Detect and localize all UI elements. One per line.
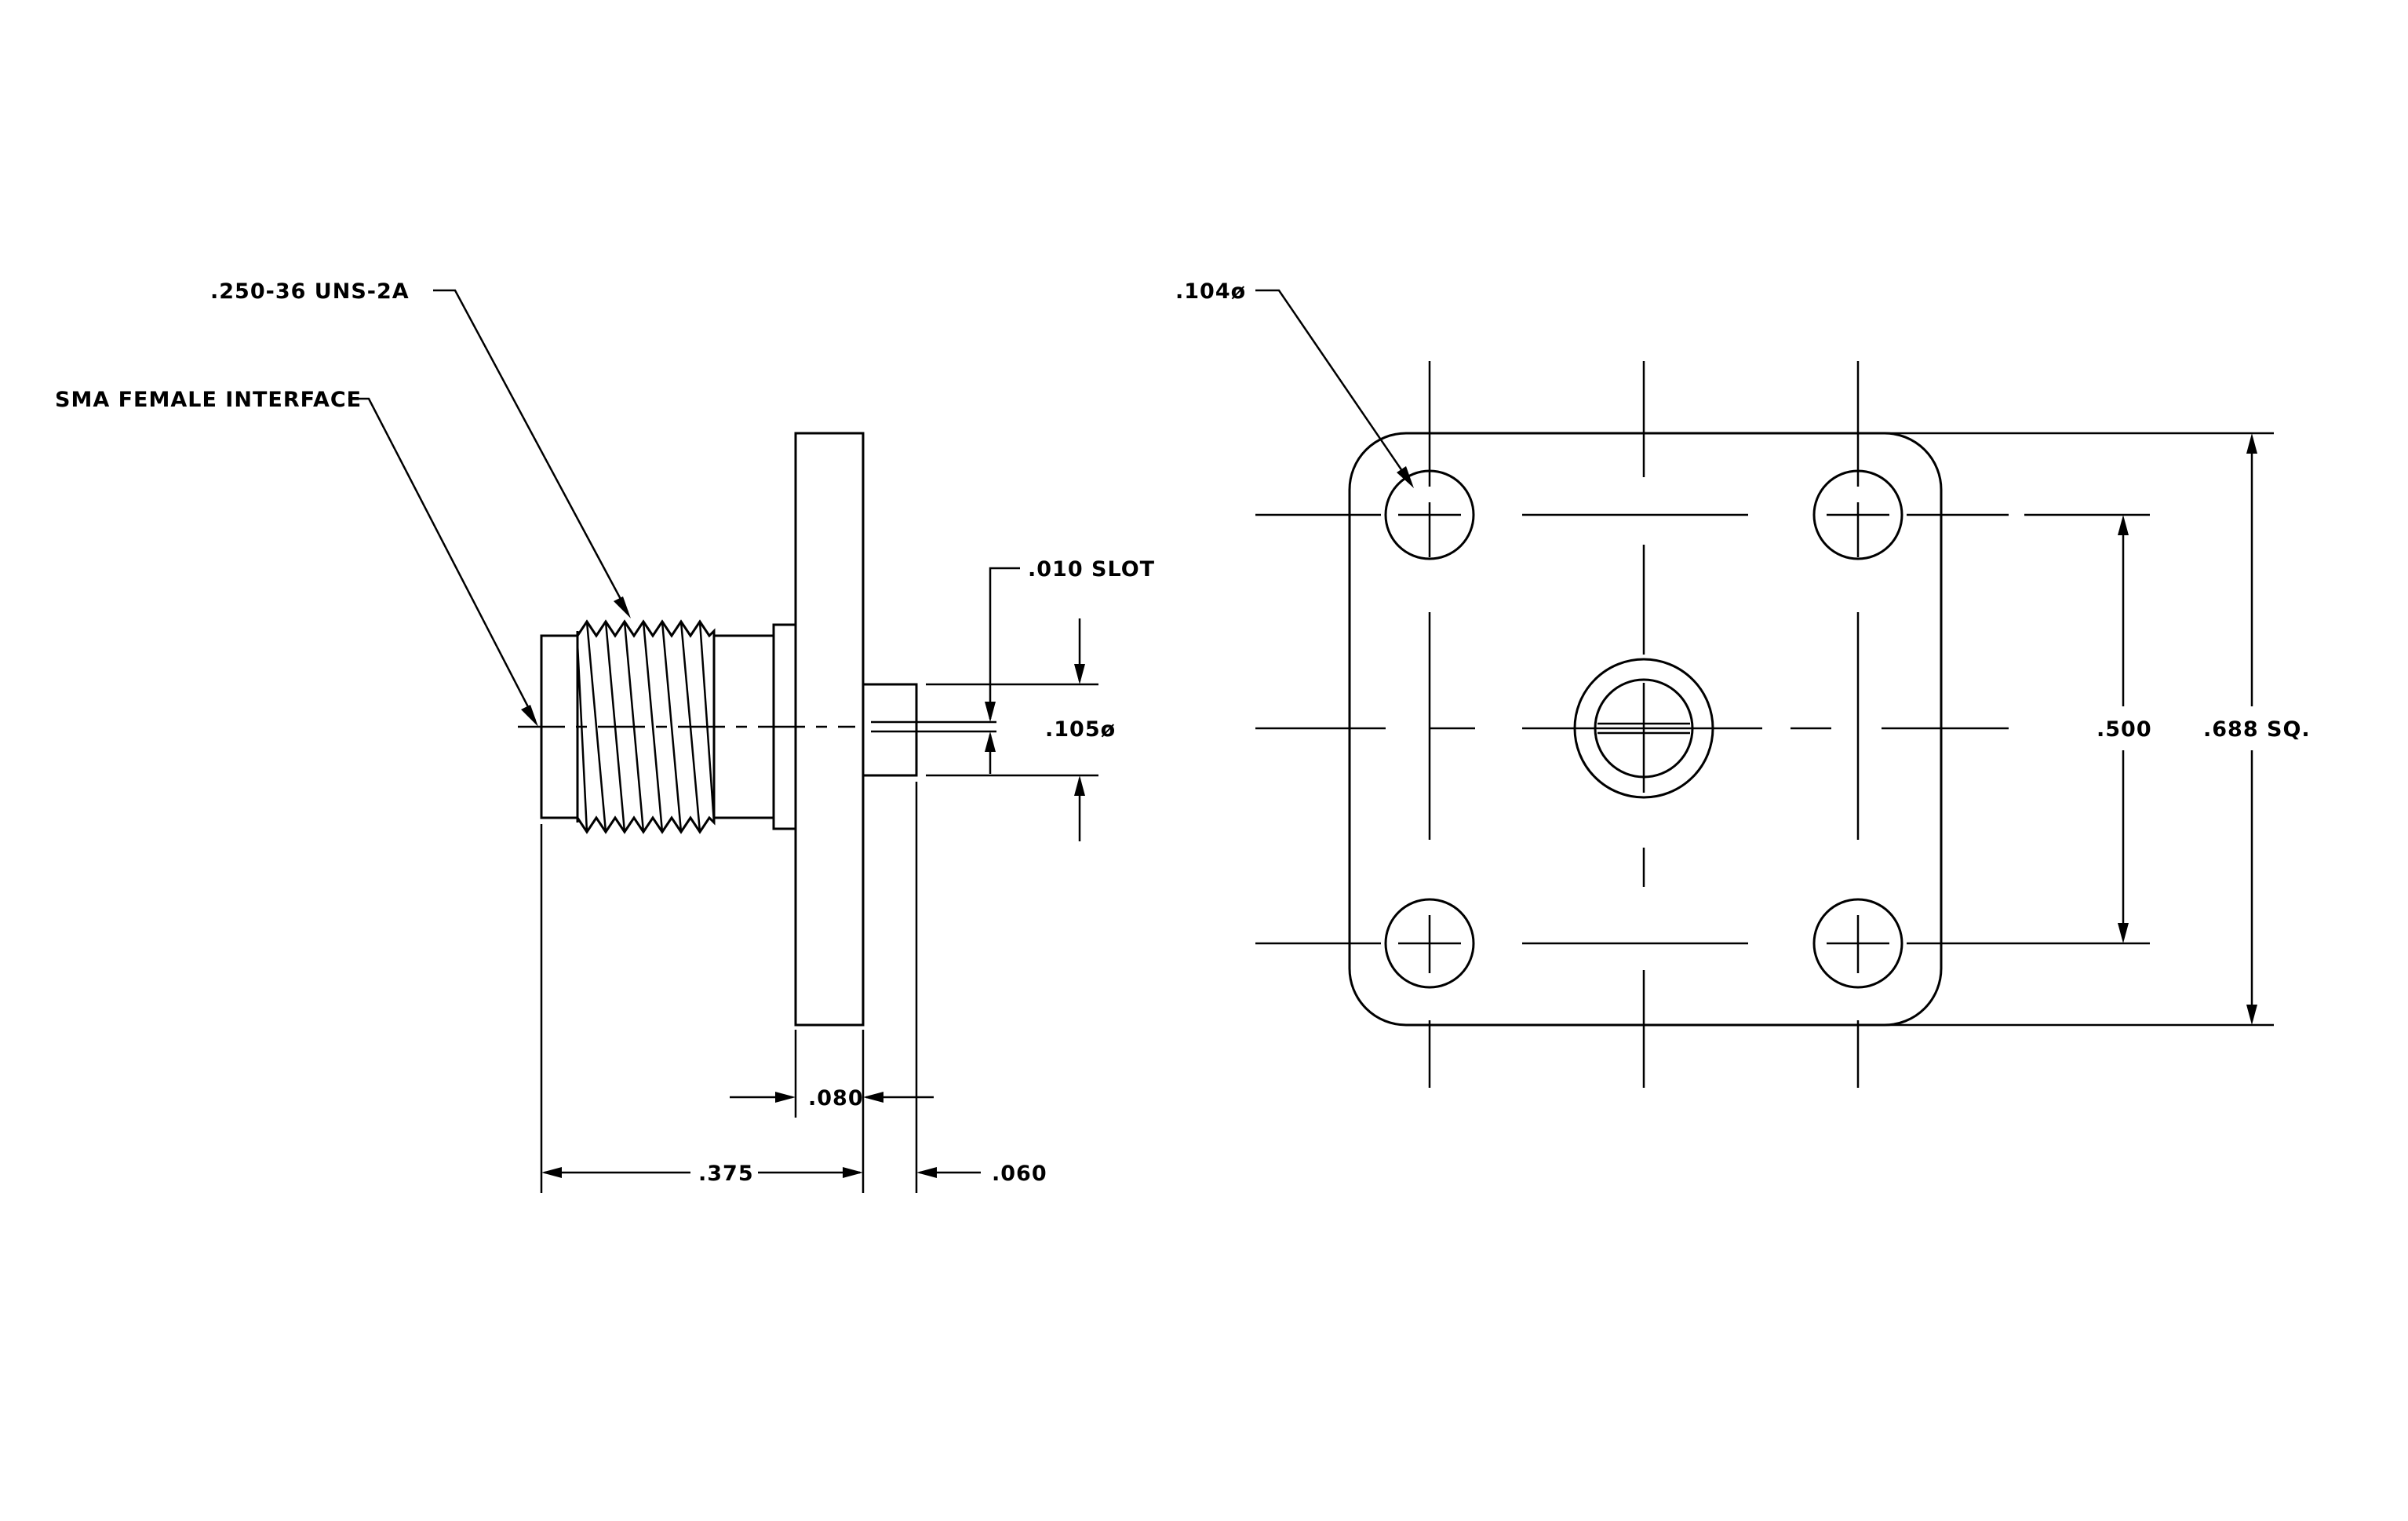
front-view: .104ø .500 .688 SQ. <box>1175 279 2311 1088</box>
slot-label: .010 SLOT <box>1028 557 1155 582</box>
interface-nose <box>540 634 579 819</box>
mounting-hole <box>1384 898 1475 989</box>
flange-size-label: .688 SQ. <box>2203 717 2311 742</box>
overall-length-label: .375 <box>698 1162 754 1186</box>
pin-diameter-label: .105ø <box>1045 717 1116 742</box>
hole-spacing-label: .500 <box>2097 717 2152 742</box>
thread-spec-label: .250-36 UNS-2A <box>210 279 410 304</box>
hole-diameter-label: .104ø <box>1175 279 1246 304</box>
flange-side <box>794 432 865 1027</box>
mounting-hole <box>1812 898 1903 989</box>
thread-lines <box>576 621 716 833</box>
front-centerlines <box>1255 361 2150 1088</box>
interface-label: SMA FEMALE INTERFACE <box>55 388 362 412</box>
side-view: .010 SLOT .105ø .250-36 UNS-2A SMA FEMAL… <box>55 279 1155 1193</box>
flange-thickness-label: .080 <box>808 1086 864 1111</box>
pin <box>862 683 918 777</box>
pin-length-label: .060 <box>992 1162 1047 1186</box>
